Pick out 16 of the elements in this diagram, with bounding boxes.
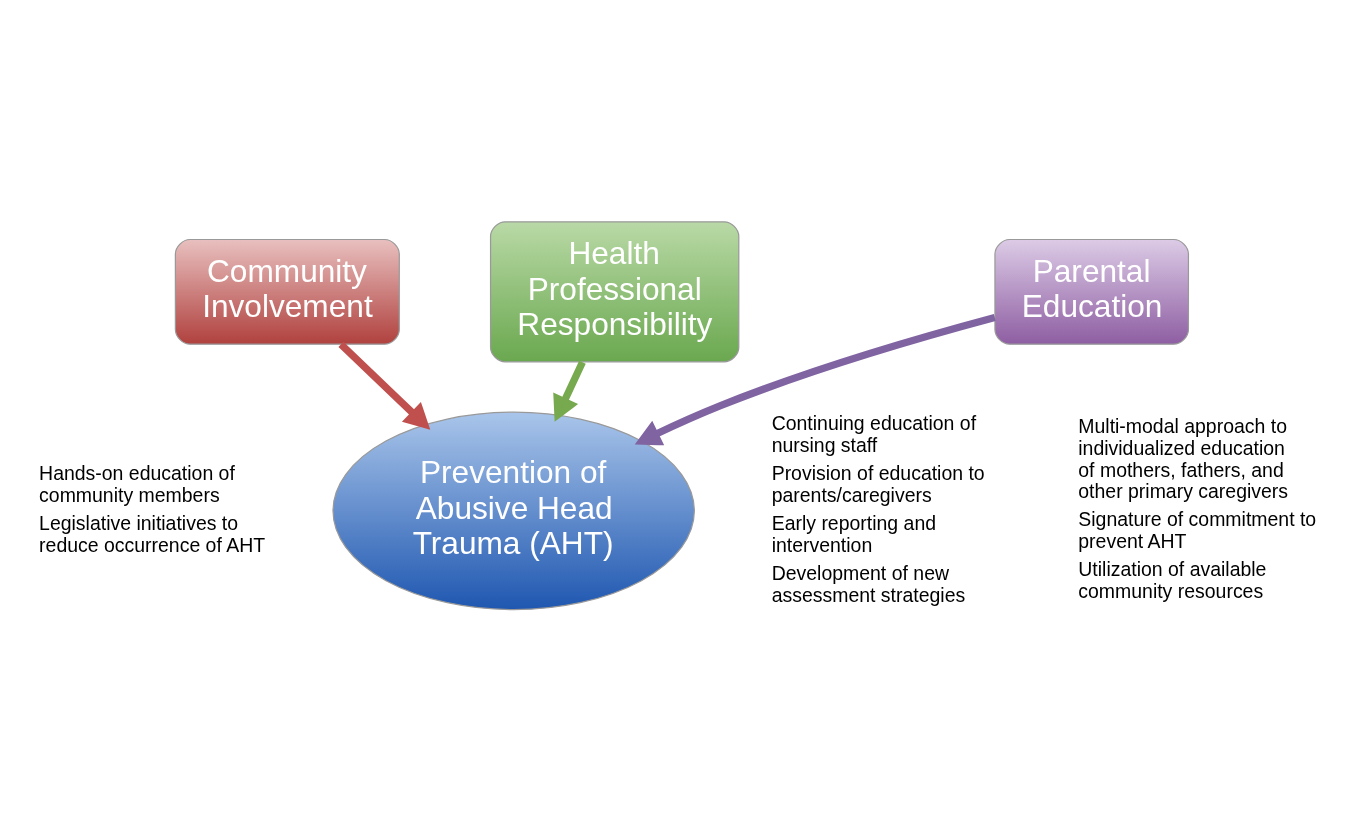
node-label: Legislative initiatives to reduce occurrence of AHT [39,512,266,556]
node-label: Multi-modal approach to individualized education of mothers, fathers, and other primary caregivers [1078,414,1289,503]
node-label: Early reporting and intervention [771,512,937,556]
arrow [553,360,586,422]
node-box: Community Involvement [174,238,400,345]
arrow [338,341,431,430]
arrow [634,314,996,446]
node-label: Provision of education to parents/caregivers [771,462,985,507]
node-box: Health Professional Responsibility [489,221,740,363]
node-label: Hands-on education of community members [39,462,235,507]
node-box: Parental Education [994,238,1190,345]
node-label: Development of new assessment strategies [771,561,966,606]
node-ellipse: Prevention of Abusive Head Trauma (AHT) [332,411,695,611]
node-label: Utilization of available community resources [1078,558,1267,603]
node-label: Continuing education of nursing staff [771,412,977,457]
node-label: Signature of commitment to prevent AHT [1078,508,1317,553]
